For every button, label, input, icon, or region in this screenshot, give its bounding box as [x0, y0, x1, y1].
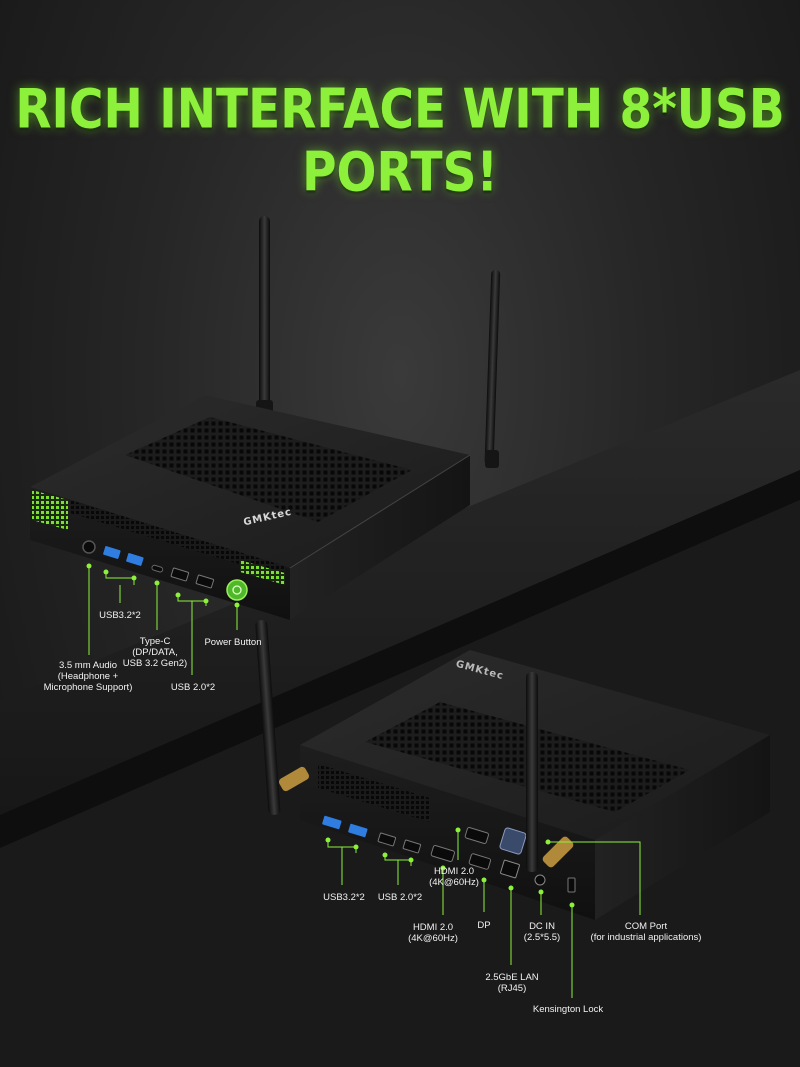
usb-icon: [322, 815, 342, 830]
front-vent: [70, 500, 285, 578]
dp-port: [468, 853, 492, 870]
antenna-icon: [255, 620, 281, 815]
antenna-connector: [278, 766, 310, 792]
audio-jack-icon: [82, 540, 96, 554]
label-usb20-rear: USB 2.0*2: [377, 892, 423, 903]
hdmi-icon: [430, 844, 455, 862]
label-hdmi-low: HDMI 2.0 (4K@60Hz): [408, 922, 458, 944]
label-usb32-rear: USB3.2*2: [323, 892, 365, 903]
antenna-hinge: [485, 450, 499, 468]
label-com-port: COM Port (for industrial applications): [590, 921, 702, 943]
label-audio: 3.5 mm Audio (Headphone + Microphone Sup…: [43, 660, 133, 693]
antenna-icon: [259, 216, 270, 411]
headline: RICH INTERFACE WITH 8*USB PORTS!: [15, 78, 785, 205]
kensington-slot: [567, 877, 576, 893]
label-hdmi-high: HDMI 2.0 (4K@60Hz): [429, 866, 479, 888]
lower-unit-side: [595, 735, 770, 920]
usb-icon: [126, 553, 144, 566]
ethernet-icon: [500, 859, 520, 879]
dc-in-port: [534, 874, 546, 886]
upper-unit-side: [290, 455, 470, 620]
antenna-icon: [526, 672, 538, 872]
usb-icon: [402, 839, 422, 854]
shelf-top: [0, 370, 800, 815]
hdmi-icon: [464, 826, 489, 844]
callout-dots: [86, 563, 575, 908]
label-power-button: Power Button: [204, 637, 262, 648]
label-usb32-front: USB3.2*2: [99, 610, 141, 621]
com-port: [499, 827, 527, 855]
label-dp: DP: [477, 920, 491, 931]
green-light-left: [32, 490, 68, 530]
label-dc-in: DC IN (2.5*5.5): [523, 921, 561, 943]
antenna-connector: [542, 836, 574, 868]
label-typec: Type-C (DP/DATA, USB 3.2 Gen2): [122, 636, 188, 669]
power-icon: [226, 579, 248, 601]
shelf-edge: [0, 470, 800, 848]
label-lan: 2.5GbE LAN (RJ45): [485, 972, 539, 994]
usb-icon: [103, 546, 121, 559]
label-usb20-front: USB 2.0*2: [170, 682, 216, 693]
antenna-icon: [484, 270, 501, 465]
usb-icon: [195, 574, 215, 589]
usb-icon: [170, 567, 190, 582]
usb-icon: [348, 823, 368, 838]
upper-vent: [125, 417, 412, 522]
typec-port: [151, 564, 164, 573]
label-kensington: Kensington Lock: [532, 1004, 604, 1015]
usb-icon: [377, 832, 397, 847]
green-light-right: [240, 560, 285, 585]
